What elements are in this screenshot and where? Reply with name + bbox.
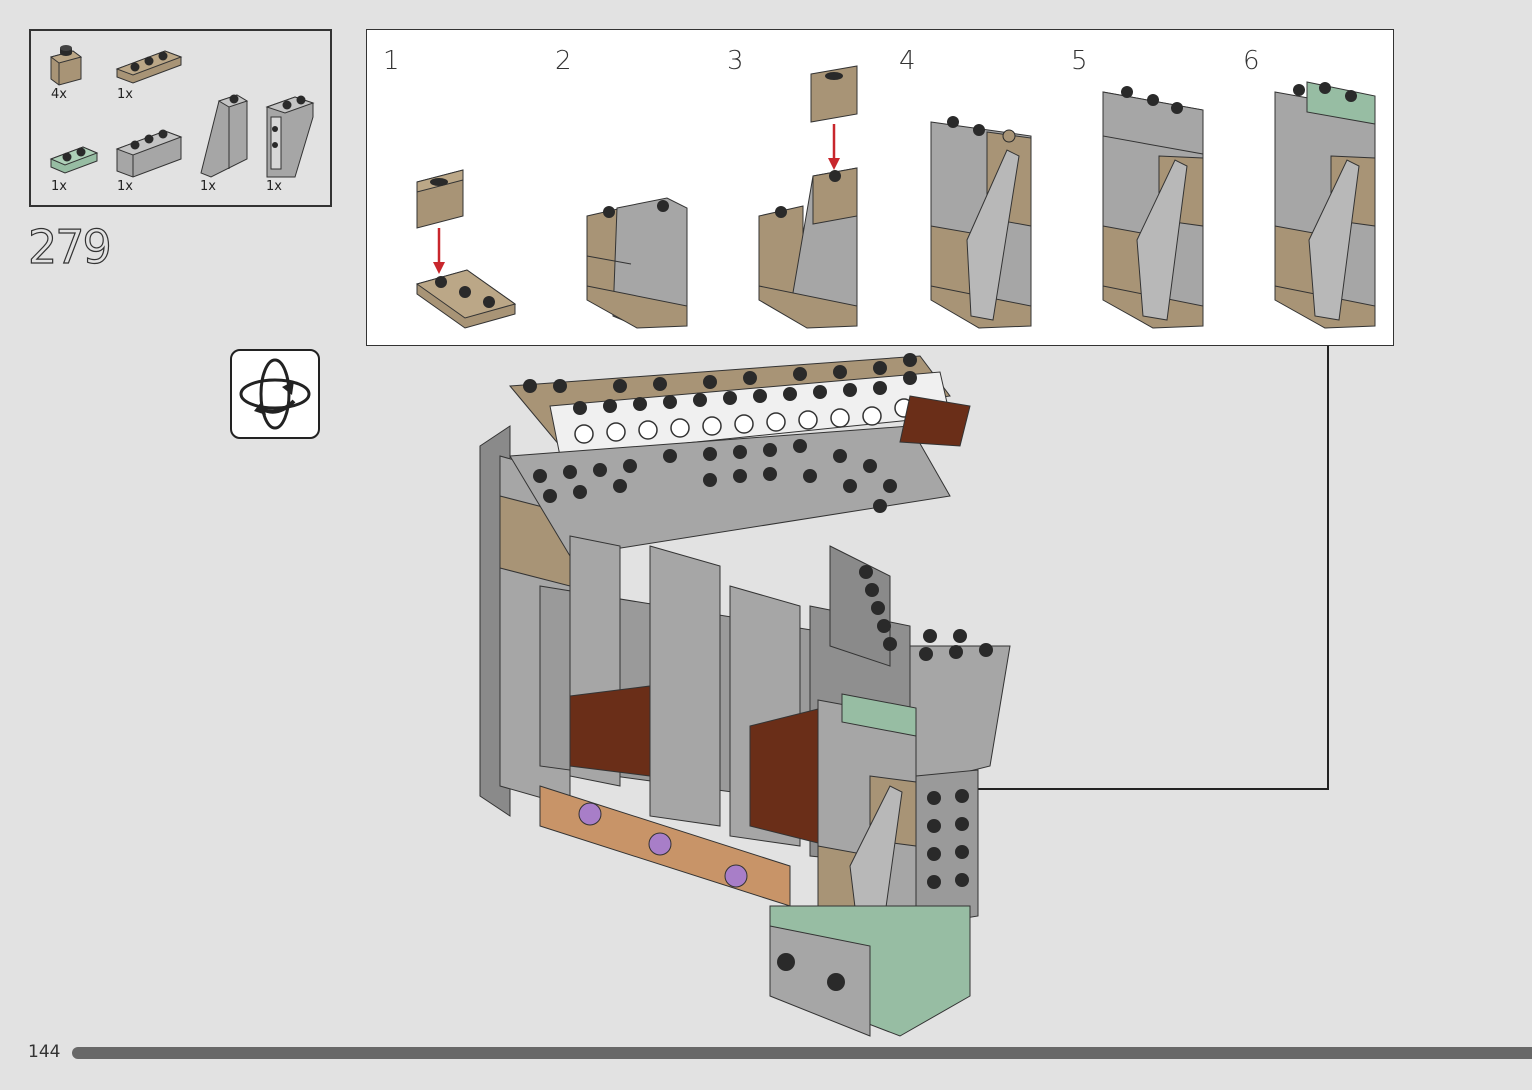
parts-illustrations (31, 31, 334, 209)
rotate-model-icon (230, 349, 320, 439)
part-qty: 1x (51, 179, 67, 194)
part-qty: 1x (117, 87, 133, 102)
sub-step-4-illustration (931, 116, 1031, 328)
sub-steps-panel: 1 2 3 4 5 6 (366, 29, 1394, 346)
progress-bar (72, 1047, 1532, 1059)
part-gray-slope-brick-open (267, 96, 313, 178)
sub-step-5-illustration (1103, 86, 1203, 328)
part-qty: 4x (51, 87, 67, 102)
sub-step-2-illustration (587, 198, 687, 328)
rotate-arrows-icon (232, 351, 318, 437)
part-tan-brick-1x1 (51, 45, 81, 85)
part-qty: 1x (266, 179, 282, 194)
part-gray-brick-1x3 (117, 130, 181, 178)
page-number: 144 (28, 1042, 60, 1062)
sub-step-3-illustration (759, 66, 857, 328)
parts-list-panel: 4x 1x 1x 1x 1x 1x (29, 29, 332, 207)
step-number: 279 (28, 222, 110, 272)
main-model-illustration (470, 346, 1530, 1046)
part-qty: 1x (117, 179, 133, 194)
sub-step-1-illustration (417, 170, 515, 328)
part-qty: 1x (200, 179, 216, 194)
sub-step-6-illustration (1275, 82, 1375, 328)
sub-step-illustrations (367, 30, 1393, 345)
part-tan-plate-1x3 (117, 51, 181, 83)
part-green-plate-1x2 (51, 147, 97, 173)
part-gray-slope-brick (201, 95, 247, 178)
